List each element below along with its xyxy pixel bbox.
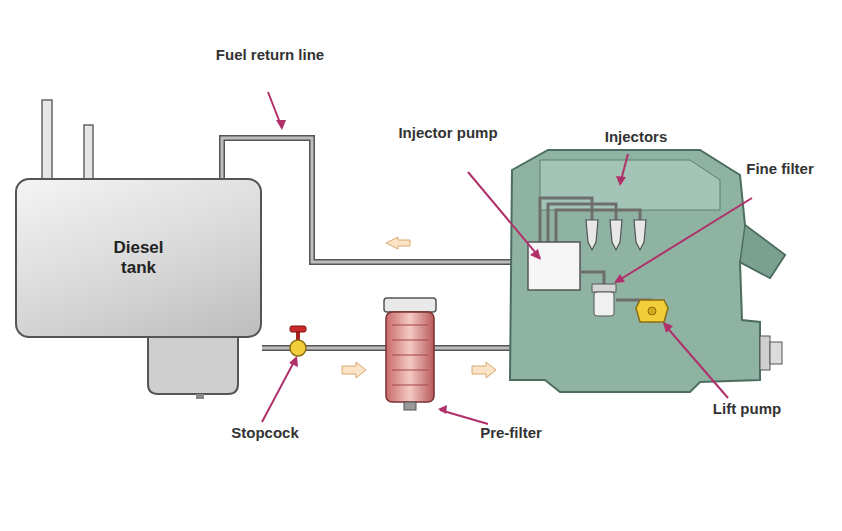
- callout-label: Stopcock: [210, 424, 320, 442]
- callout-label: Injector pump: [388, 124, 508, 142]
- callout-label: Fine filter: [730, 160, 830, 178]
- callout-label: Lift pump: [692, 400, 802, 418]
- tank-label: Diesel tank: [99, 238, 179, 279]
- diesel-tank: Diesel tank: [15, 178, 262, 338]
- callout-label: Pre-filter: [456, 424, 566, 442]
- callout-label: Injectors: [586, 128, 686, 146]
- callout-label: Fuel return line: [205, 46, 335, 64]
